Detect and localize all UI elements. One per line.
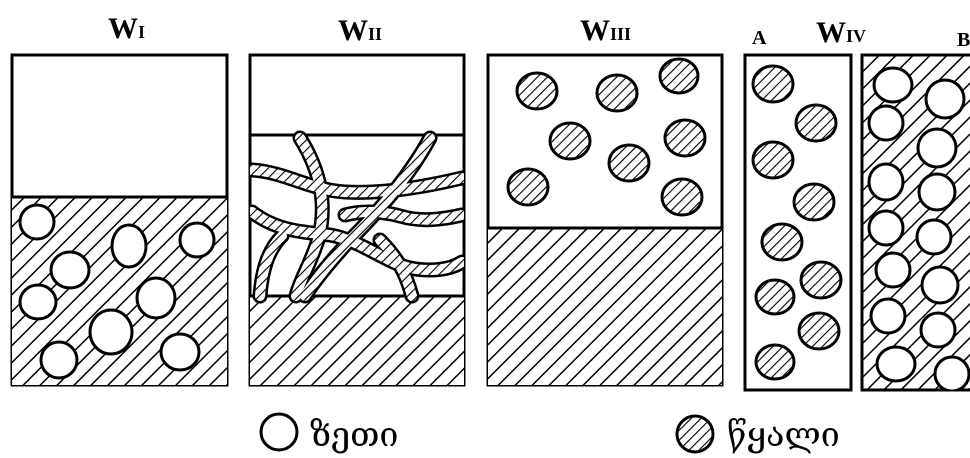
oil-droplet bbox=[49, 250, 91, 290]
panel-w3-water-droplets bbox=[506, 57, 707, 217]
oil-droplet bbox=[178, 221, 216, 259]
oil-droplet bbox=[915, 218, 953, 256]
svg-text:WIV: WIV bbox=[816, 16, 866, 49]
water-droplet bbox=[658, 57, 700, 95]
oil-droplet bbox=[874, 251, 912, 289]
oil-droplet bbox=[867, 209, 905, 247]
water-droplet bbox=[799, 260, 843, 300]
panel-w4-a bbox=[743, 53, 853, 392]
water-droplet bbox=[751, 64, 795, 104]
oil-droplet bbox=[867, 162, 905, 202]
oil-droplet bbox=[135, 276, 177, 320]
panel-label-w1: WI bbox=[108, 12, 145, 45]
panel-label-w3: WIII bbox=[580, 14, 631, 47]
oil-droplet bbox=[867, 104, 905, 142]
water-droplet bbox=[760, 222, 804, 262]
oil-droplet bbox=[920, 265, 960, 305]
side-label-b: B bbox=[957, 29, 970, 51]
panel-label-w4: WIV bbox=[816, 16, 866, 49]
legend-water: წყალი bbox=[675, 414, 840, 455]
oil-droplet bbox=[924, 78, 966, 120]
oil-droplet bbox=[39, 340, 79, 380]
water-droplet bbox=[607, 143, 651, 183]
side-label-a: A bbox=[752, 27, 767, 49]
svg-text:WII: WII bbox=[338, 14, 382, 47]
panel-w2 bbox=[248, 53, 466, 387]
panel-w4-b-oil-droplets bbox=[867, 66, 970, 390]
oil-droplet bbox=[869, 297, 907, 335]
legend-oil-swatch bbox=[259, 412, 299, 452]
water-droplet bbox=[754, 278, 796, 316]
panel-w1-oil-droplets bbox=[18, 203, 216, 380]
legend-oil: ზეთი bbox=[259, 412, 398, 455]
water-droplet bbox=[663, 118, 707, 158]
panel-w1 bbox=[10, 53, 229, 387]
svg-text:WI: WI bbox=[108, 12, 145, 45]
water-droplet bbox=[792, 182, 836, 222]
legend-water-label: წყალი bbox=[727, 415, 840, 455]
panel-w2-water-layer bbox=[250, 296, 464, 385]
oil-droplet bbox=[18, 203, 56, 241]
water-droplet bbox=[797, 311, 841, 351]
legend-water-swatch bbox=[675, 414, 715, 454]
water-droplet bbox=[548, 121, 592, 161]
water-droplet bbox=[660, 177, 704, 217]
panel-w4-a-water-droplets bbox=[751, 64, 843, 381]
oil-droplet bbox=[919, 311, 957, 349]
oil-droplet bbox=[875, 345, 917, 383]
panel-w3-water-layer bbox=[488, 228, 722, 385]
water-droplet bbox=[751, 140, 795, 180]
oil-droplet bbox=[917, 172, 957, 212]
oil-droplet bbox=[18, 283, 58, 321]
water-droplet bbox=[506, 167, 550, 207]
water-droplet bbox=[595, 73, 639, 113]
panel-label-w2: WII bbox=[338, 14, 382, 47]
svg-text:WIII: WIII bbox=[580, 14, 631, 47]
water-droplet bbox=[515, 71, 559, 111]
oil-droplet bbox=[916, 127, 958, 169]
oil-droplet bbox=[872, 66, 914, 104]
panel-w2-bicontinuous-channels bbox=[250, 130, 464, 304]
legend-oil-label: ზეთი bbox=[310, 415, 398, 455]
water-droplet bbox=[754, 343, 796, 381]
water-droplet bbox=[794, 103, 838, 143]
panel-w4-b bbox=[860, 53, 970, 392]
panel-w3 bbox=[486, 53, 724, 387]
legend: ზეთი წყალი bbox=[259, 412, 840, 455]
oil-droplet bbox=[110, 223, 148, 269]
oil-droplet bbox=[159, 332, 201, 372]
oil-droplet bbox=[88, 308, 134, 356]
oil-droplet bbox=[933, 355, 970, 390]
